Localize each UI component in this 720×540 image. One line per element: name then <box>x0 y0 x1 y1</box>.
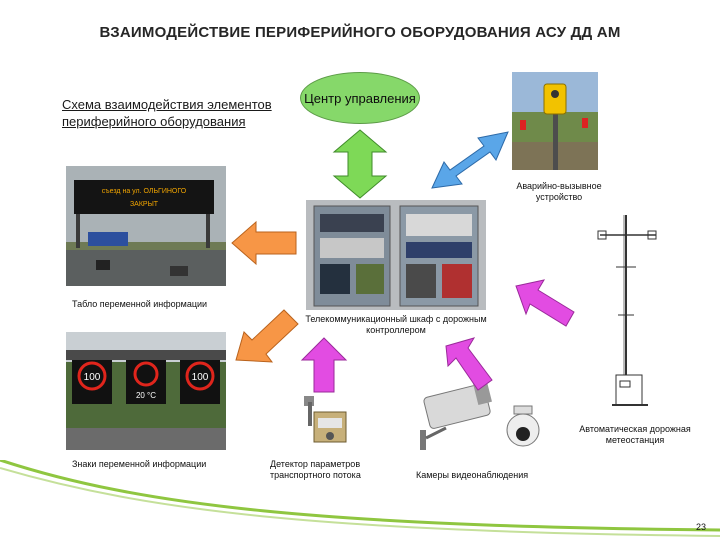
corner-decoration <box>0 460 720 540</box>
traffic-detector-caption: Детектор параметров транспортного потока <box>270 459 361 480</box>
emergency-device-caption: Аварийно-вызывное устройство <box>516 181 602 202</box>
vms-board-photo: съезд на ул. ОЛЬГИНОГО ЗАКРЫТ <box>66 166 226 286</box>
diagram-subtitle: Схема взаимодействия элементов периферий… <box>62 97 272 129</box>
control-center-label: Центр управления <box>304 90 416 106</box>
arrow-center-cabinet <box>332 129 388 199</box>
board-line-2: ЗАКРЫТ <box>130 201 159 208</box>
cameras-caption: Камеры видеонаблюдения <box>416 470 529 480</box>
sign-value-right: 100 <box>192 372 209 383</box>
arrow-cabinet-board <box>231 220 297 266</box>
arrow-cabinet-signs <box>235 309 299 363</box>
telecom-cabinet-photo <box>306 200 486 310</box>
vms-signs-photo: 100 20 °C 100 <box>66 332 226 450</box>
weather-station-caption: Автоматическая дорожная метеостанция <box>579 424 691 445</box>
arrow-weather-cabinet <box>515 279 575 327</box>
board-line-1: съезд на ул. ОЛЬГИНОГО <box>102 188 187 195</box>
page-number: 23 <box>695 522 706 532</box>
traffic-detector-photo <box>296 392 356 448</box>
cameras-drawing <box>418 376 548 456</box>
control-center-node: Центр управления <box>300 72 420 124</box>
arrow-emergency-center <box>431 131 509 189</box>
weather-station-drawing <box>594 205 664 420</box>
sign-value-temp: 20 °C <box>136 391 156 400</box>
telecom-cabinet-caption: Телекоммуникационный шкаф с дорожным кон… <box>305 314 487 335</box>
arrow-detector-cabinet <box>300 337 348 393</box>
sign-value-left: 100 <box>84 372 101 383</box>
vms-signs-caption: Знаки переменной информации <box>72 459 207 469</box>
page-title: ВЗАИМОДЕЙСТВИЕ ПЕРИФЕРИЙНОГО ОБОРУДОВАНИ… <box>99 24 621 41</box>
vms-board-caption: Табло переменной информации <box>72 299 208 309</box>
emergency-device-photo <box>512 72 598 170</box>
